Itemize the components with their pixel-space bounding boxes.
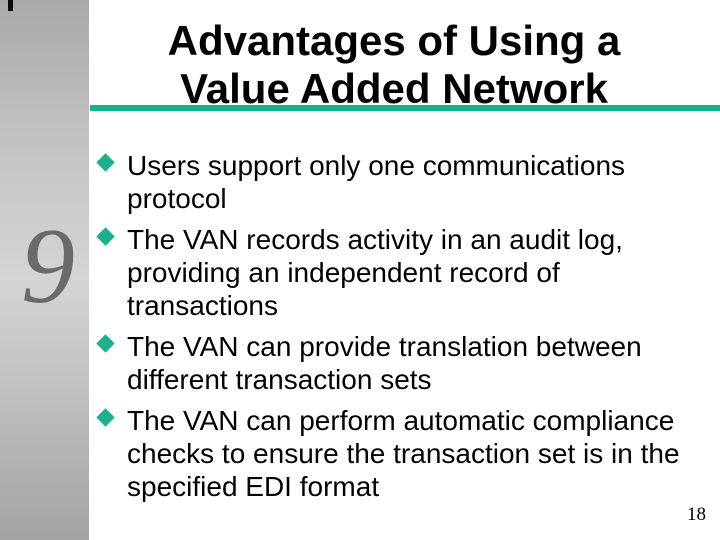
slide-title: Advantages of Using a Value Added Networ…: [88, 17, 700, 113]
diamond-bullet-icon: [96, 227, 115, 246]
title-underline-rule: [90, 105, 720, 111]
bullet-item: The VAN can perform automatic compliance…: [96, 404, 708, 503]
slide-title-line-2: Value Added Network: [180, 65, 608, 112]
bullet-text: The VAN can provide translation between …: [127, 331, 642, 395]
top-left-mark: [8, 0, 13, 11]
slide-section-number: 9: [21, 207, 75, 326]
bullet-text: The VAN can perform automatic compliance…: [127, 405, 680, 502]
diamond-bullet-icon: [96, 408, 115, 427]
diamond-bullet-icon: [96, 334, 115, 353]
bullet-item: Users support only one communications pr…: [96, 149, 708, 215]
diamond-bullet-icon: [96, 153, 115, 172]
bullet-list: Users support only one communications pr…: [96, 149, 708, 511]
bullet-text: Users support only one communications pr…: [127, 150, 626, 214]
bullet-item: The VAN records activity in an audit log…: [96, 223, 708, 322]
bullet-item: The VAN can provide translation between …: [96, 330, 708, 396]
sidebar-gradient-bar: 9: [0, 0, 89, 540]
page-number: 18: [687, 504, 706, 525]
slide-title-line-1: Advantages of Using a: [167, 17, 621, 64]
bullet-text: The VAN records activity in an audit log…: [127, 224, 623, 321]
